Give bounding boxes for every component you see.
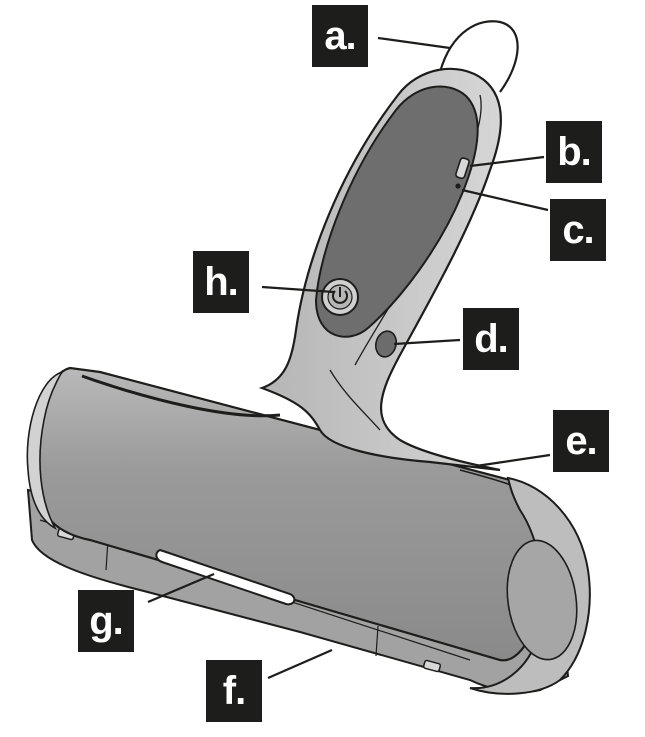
leader-e: [475, 453, 551, 468]
callout-label-e: e.: [553, 410, 609, 472]
right-clip: [422, 659, 442, 673]
leader-c: [461, 188, 549, 212]
grip-pad: [314, 85, 479, 338]
callout-label-c: c.: [550, 199, 606, 261]
callout-label-h: h.: [193, 251, 249, 313]
leader-g: [147, 572, 215, 604]
charging-port: [455, 157, 470, 180]
callout-label-d: d.: [463, 308, 519, 370]
leader-a: [377, 36, 451, 50]
leader-d: [393, 338, 461, 346]
callout-label-g: g.: [78, 590, 134, 652]
side-release-button: [374, 330, 398, 358]
release-slot: [155, 548, 296, 606]
left-end-cap: [26, 370, 64, 530]
indicator-light: [455, 183, 461, 189]
callout-label-f: f.: [206, 660, 262, 722]
leader-h: [261, 285, 335, 294]
leader-b: [469, 155, 545, 168]
hanging-loop: [438, 20, 519, 93]
callout-label-a: a.: [312, 5, 368, 67]
power-icon: [332, 290, 348, 304]
leader-f: [267, 648, 333, 680]
callout-label-b: b.: [546, 121, 602, 183]
